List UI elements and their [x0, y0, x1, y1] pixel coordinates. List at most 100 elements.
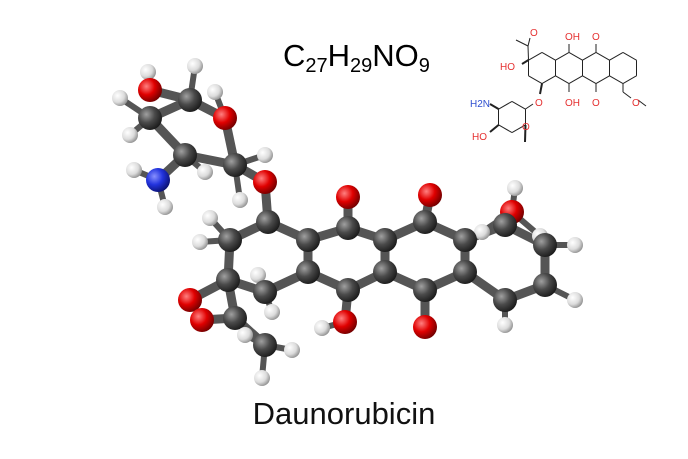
carbon-atom: [296, 228, 320, 252]
skeletal-bond: [527, 37, 531, 47]
carbon-atom: [223, 153, 247, 177]
carbon-atom: [453, 228, 477, 252]
carbon-atom: [138, 106, 162, 130]
hydrogen-atom: [157, 199, 173, 215]
oxygen-atom: [333, 310, 357, 334]
carbon-atom: [533, 273, 557, 297]
oxygen-atom: [336, 185, 360, 209]
skeletal-bond: [595, 51, 610, 61]
carbon-atom: [493, 213, 517, 237]
skeletal-label-oh-top: OH: [565, 32, 580, 43]
skeletal-bond: [541, 51, 556, 61]
carbon-atom: [453, 260, 477, 284]
oxygen-atom: [178, 288, 202, 312]
hydrogen-atom: [187, 58, 203, 74]
carbon-atom: [493, 288, 517, 312]
skeletal-bond: [609, 51, 624, 61]
hydrogen-atom: [122, 127, 138, 143]
carbon-atom: [373, 228, 397, 252]
compound-name: Daunorubicin: [252, 396, 436, 431]
skeletal-bond: [489, 103, 500, 110]
hydrogen-atom: [257, 147, 273, 163]
skeletal-bond: [525, 103, 534, 110]
hydrogen-atom: [207, 84, 223, 100]
skeletal-bond: [622, 75, 637, 85]
hydrogen-atom: [202, 210, 218, 226]
skeletal-bond: [528, 51, 543, 61]
carbon-atom: [336, 278, 360, 302]
skeletal-bond: [527, 45, 529, 61]
carbon-atom: [373, 260, 397, 284]
oxygen-atom: [418, 183, 442, 207]
skeletal-bond: [595, 75, 610, 85]
hydrogen-atom: [237, 327, 253, 343]
skeletal-bond: [622, 91, 632, 99]
hydrogen-atom: [197, 164, 213, 180]
oxygen-atom: [253, 170, 277, 194]
skeletal-bond: [555, 51, 570, 61]
skeletal-bond: [498, 100, 513, 110]
skeletal-bond: [568, 51, 583, 61]
skeletal-bond: [489, 124, 500, 133]
hydrogen-atom: [474, 224, 490, 240]
skeletal-label-glycoside-o: O: [535, 98, 543, 109]
oxygen-atom: [190, 308, 214, 332]
skeletal-bond: [609, 75, 624, 85]
hydrogen-atom: [112, 90, 128, 106]
skeletal-label-sugar-ho: HO: [472, 132, 487, 143]
formula-o: O: [394, 38, 419, 73]
carbon-atom: [533, 233, 557, 257]
formula-c-count: 27: [305, 55, 328, 77]
hydrogen-atom: [192, 234, 208, 250]
skeletal-label-quinone-top: O: [592, 32, 600, 43]
nitrogen-atom: [146, 168, 170, 192]
carbon-atom: [173, 143, 197, 167]
formula-h: H: [327, 38, 351, 73]
oxygen-atom: [138, 78, 162, 102]
molecular-formula: C27H29NO9: [283, 38, 430, 78]
skeletal-bond: [511, 124, 526, 134]
skeletal-bond: [555, 75, 570, 85]
skeletal-bond: [582, 75, 597, 85]
hydrogen-atom: [567, 237, 583, 253]
skeletal-label-oh-bottom: OH: [565, 98, 580, 109]
carbon-atom: [253, 333, 277, 357]
carbon-atom: [178, 88, 202, 112]
hydrogen-atom: [140, 64, 156, 80]
formula-o-count: 9: [418, 55, 430, 77]
skeletal-bond: [511, 100, 526, 110]
carbon-atom: [253, 280, 277, 304]
skeletal-label-amine: H2N: [470, 99, 490, 110]
hydrogen-atom: [284, 342, 300, 358]
carbon-atom: [223, 306, 247, 330]
oxygen-atom: [413, 315, 437, 339]
hydrogen-atom: [497, 317, 513, 333]
formula-c: C: [283, 38, 306, 73]
skeletal-bond: [515, 39, 529, 47]
skeletal-bond: [622, 51, 637, 61]
skeletal-label-ho-ring: HO: [500, 62, 515, 73]
skeletal-bond: [498, 124, 513, 134]
carbon-atom: [296, 260, 320, 284]
skeletal-bond: [539, 83, 543, 95]
carbon-atom: [216, 268, 240, 292]
hydrogen-atom: [232, 192, 248, 208]
hydrogen-atom: [254, 370, 270, 386]
skeletal-bond: [528, 75, 543, 85]
carbon-atom: [218, 228, 242, 252]
carbon-atom: [256, 210, 280, 234]
skeletal-label-quinone-bottom: O: [592, 98, 600, 109]
hydrogen-atom: [250, 267, 266, 283]
skeletal-label-sugar-o: O: [522, 122, 530, 133]
hydrogen-atom: [314, 320, 330, 336]
formula-n: N: [372, 38, 395, 73]
formula-h-count: 29: [350, 55, 373, 77]
hydrogen-atom: [126, 162, 142, 178]
hydrogen-atom: [567, 292, 583, 308]
skeletal-bond: [568, 75, 583, 85]
skeletal-bond: [637, 99, 647, 107]
hydrogen-atom: [264, 304, 280, 320]
skeletal-label-methoxy-o: O: [632, 98, 640, 109]
